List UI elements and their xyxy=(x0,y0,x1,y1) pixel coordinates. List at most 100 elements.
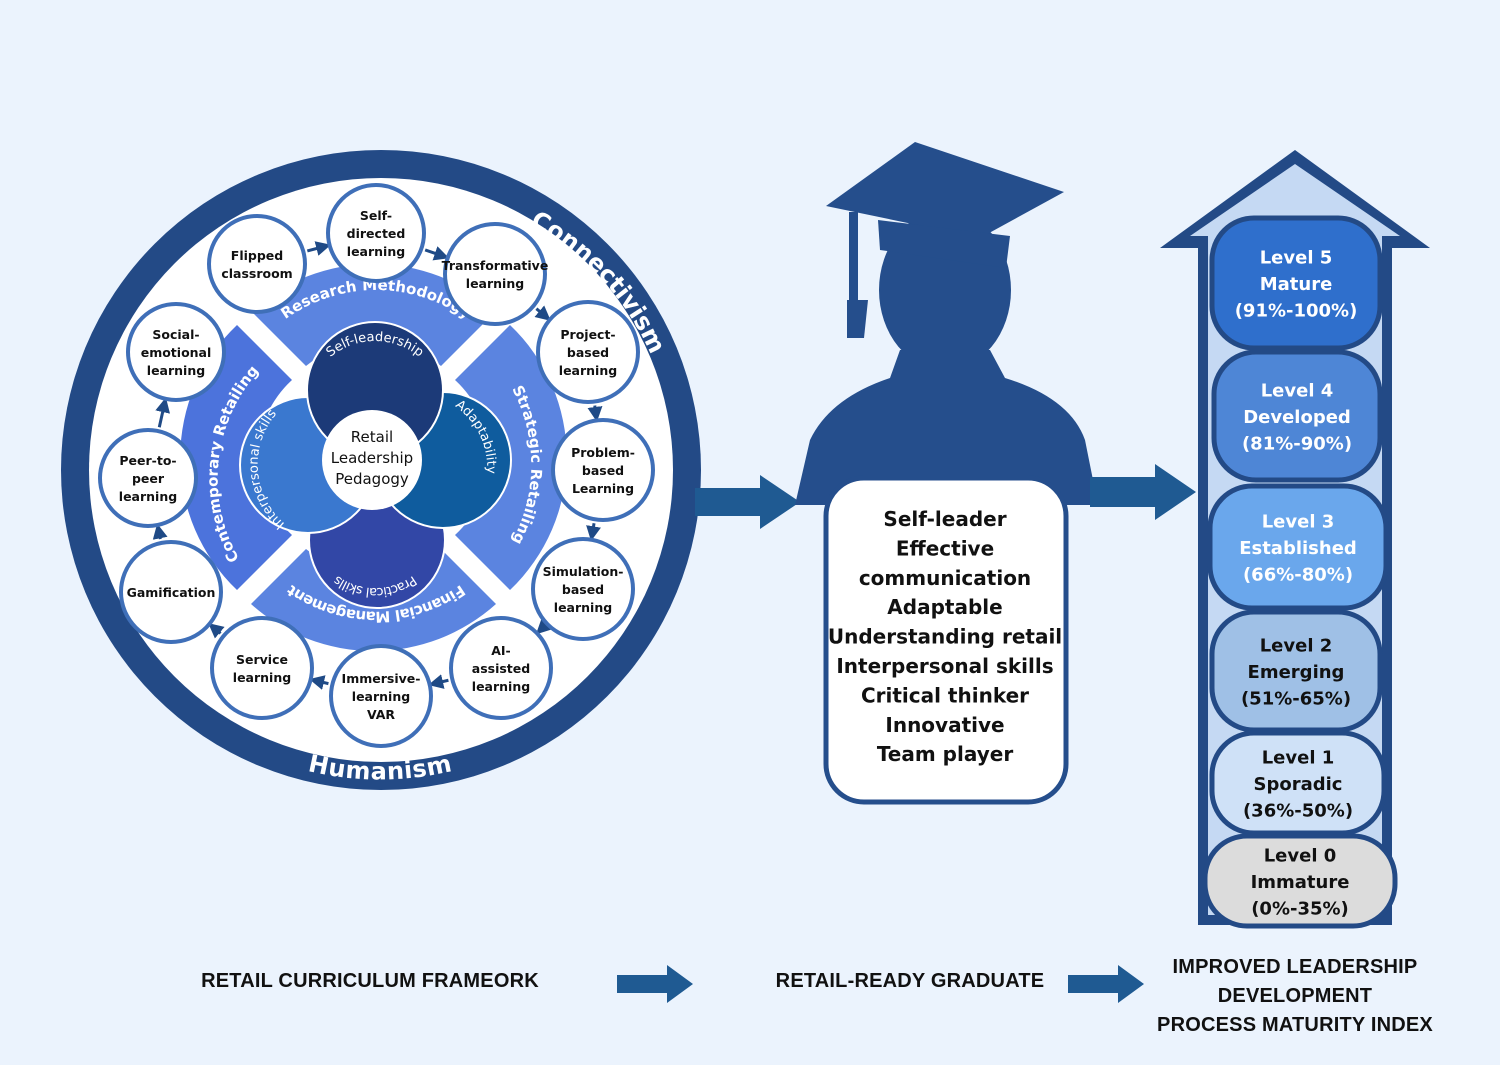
center-line: Leadership xyxy=(331,449,413,467)
learning-method-label: Project- xyxy=(560,327,615,342)
learning-method-circle xyxy=(207,214,307,314)
flow-arrow-framework-to-graduate xyxy=(695,475,800,529)
learning-method-label: based xyxy=(582,463,624,478)
caption-arrow-1 xyxy=(617,965,693,1003)
cycle-connector-arrow xyxy=(587,405,603,422)
cycle-connector-arrow xyxy=(535,618,552,635)
graduate-attribute: Adaptable xyxy=(887,595,1002,619)
graduate-attribute: Understanding retail xyxy=(828,625,1062,649)
maturity-level-label: Level 0 xyxy=(1264,846,1337,867)
center-line: Retail xyxy=(351,428,393,446)
maturity-level-label: Mature xyxy=(1260,274,1333,295)
learning-method-circle xyxy=(531,537,635,641)
maturity-level-label: Sporadic xyxy=(1254,774,1343,795)
maturity-level-box xyxy=(1202,833,1398,929)
learning-method-label: Immersive- xyxy=(342,671,421,686)
caption-index-line: IMPROVED LEADERSHIP xyxy=(1172,956,1418,978)
caption-index: IMPROVED LEADERSHIP DEVELOPMENT PROCESS … xyxy=(1130,953,1460,1040)
graduate-attribute: Effective xyxy=(896,536,994,560)
learning-method-node: Gamification xyxy=(119,540,223,644)
cycle-connector-arrow xyxy=(428,674,449,689)
learning-method-label: learning xyxy=(352,689,410,704)
maturity-level-label: (91%-100%) xyxy=(1235,301,1358,322)
learning-method-circle xyxy=(551,418,655,522)
maturity-level-box xyxy=(1211,349,1383,483)
learning-method-circle xyxy=(98,428,198,528)
maturity-level-label: (81%-90%) xyxy=(1242,434,1352,455)
learning-method-label: Flipped xyxy=(231,248,283,263)
maturity-level-label: Immature xyxy=(1251,872,1350,893)
cycle-connector-arrow xyxy=(534,305,551,321)
learning-method-label: Social- xyxy=(152,327,199,342)
maturity-level: Level 4 Developed (81%-90%) xyxy=(1211,349,1383,483)
maturity-level-box xyxy=(1209,215,1383,351)
flow-arrow-graduate-to-index xyxy=(1090,464,1196,520)
caption-index-line: DEVELOPMENT xyxy=(1217,985,1373,1007)
maturity-level-label: Developed xyxy=(1243,407,1351,428)
center-line: Pedagogy xyxy=(335,470,409,488)
cap-tassel-end xyxy=(847,300,868,338)
maturity-level-label: Level 4 xyxy=(1261,381,1334,402)
maturity-level-box xyxy=(1207,483,1389,611)
maturity-level-label: Level 3 xyxy=(1262,512,1335,533)
learning-method-label: based xyxy=(567,345,609,360)
learning-method-circle xyxy=(443,222,547,326)
learning-method-label: Self- xyxy=(360,208,392,223)
learning-method-label: Gamification xyxy=(127,585,216,600)
caption-graduate: RETAIL-READY GRADUATE xyxy=(775,970,1045,992)
cycle-connector-arrow xyxy=(586,523,601,542)
learning-method-label: learning xyxy=(347,244,405,259)
learning-method-circle xyxy=(210,616,314,720)
cycle-connector-arrow xyxy=(306,241,332,256)
cycle-connector-arrow xyxy=(309,675,329,690)
learning-method-circle xyxy=(326,183,426,283)
learning-method-node: Project-based learning xyxy=(536,300,640,404)
maturity-level-label: (66%-80%) xyxy=(1243,565,1353,586)
learning-method-label: Service xyxy=(236,652,288,667)
learning-method-label: directed xyxy=(347,226,406,241)
graduate-attribute: communication xyxy=(859,566,1031,590)
cycle-connector-arrow xyxy=(424,246,450,261)
learning-method-label: emotional xyxy=(141,345,212,360)
learning-method-label: learning xyxy=(147,363,205,378)
maturity-level-box xyxy=(1209,730,1387,836)
maturity-level-label: (36%-50%) xyxy=(1243,801,1353,822)
maturity-level-label: Level 2 xyxy=(1260,636,1333,657)
learning-method-label: Transformative xyxy=(442,258,549,273)
learning-method-circle xyxy=(126,302,226,402)
learning-method-label: peer xyxy=(132,471,165,486)
framework-wheel: Constructivism Connectivism Humanism Res… xyxy=(61,150,701,790)
graduate-body xyxy=(795,350,1098,505)
graduate-attributes-card xyxy=(823,475,1069,805)
maturity-level-label: Level 1 xyxy=(1262,748,1335,769)
learning-method-label: AI- xyxy=(491,643,511,658)
cycle-connector-arrow xyxy=(155,397,170,428)
maturity-level: Level 1 Sporadic (36%-50%) xyxy=(1209,730,1387,836)
method-connectors xyxy=(152,241,603,690)
learning-method-label: learning xyxy=(559,363,617,378)
learning-method-circle xyxy=(329,644,433,748)
cycle-connector-arrow xyxy=(152,523,168,540)
caption-index-line: PROCESS MATURITY INDEX xyxy=(1157,1014,1433,1036)
caption-framework: RETAIL CURRICULUM FRAMEORK xyxy=(201,970,539,992)
graduation-cap-base xyxy=(878,220,1010,268)
learning-method-label: based xyxy=(562,582,604,597)
domain-contemporary-sector xyxy=(180,325,292,590)
maturity-level-label: Established xyxy=(1239,538,1357,559)
domain-research-sector xyxy=(251,263,496,366)
learning-method-circle xyxy=(449,616,553,720)
learning-method-node: Social-emotional learning xyxy=(126,302,226,402)
cycle-connector-arrow xyxy=(208,623,225,639)
learning-method-label: VAR xyxy=(367,707,395,722)
graduate-figure xyxy=(795,142,1098,505)
graduate-attribute: Self-leader xyxy=(883,507,1006,531)
